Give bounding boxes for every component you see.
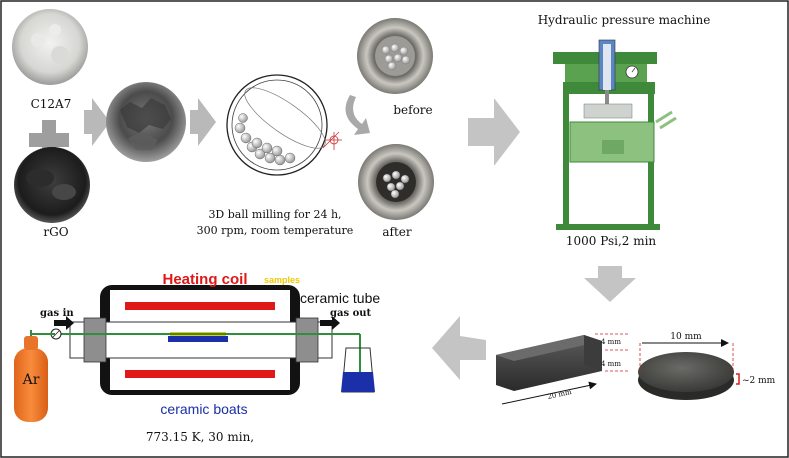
c12a7-label: C12A7 (31, 97, 72, 111)
process-arrow-4 (584, 266, 636, 302)
rgo-powder-photo (14, 147, 90, 223)
rgo-label: rGO (43, 225, 68, 239)
process-arrow-1 (84, 98, 110, 146)
bar-length-arrow (501, 381, 597, 405)
after-label: after (382, 225, 412, 239)
gas-out-arrow (320, 316, 340, 330)
before-label: before (393, 103, 432, 117)
ceramic-tube-label: ceramic tube (300, 290, 380, 306)
mixed-powder-photo (106, 82, 186, 162)
process-arrow-3 (468, 98, 520, 166)
process-arrow-5 (432, 316, 486, 380)
jar-before-photo (357, 18, 433, 94)
milling-conditions-line1: 3D ball milling for 24 h, (208, 208, 341, 221)
heating-coil-label: Heating coil (162, 271, 247, 288)
disk-thickness-bracket (736, 373, 740, 385)
disk-diameter-label: 10 mm (670, 332, 702, 342)
samples-label: samples (264, 275, 300, 285)
milling-conditions-line2: 300 rpm, room temperature (197, 224, 354, 237)
hydraulic-press-title: Hydraulic pressure machine (538, 13, 711, 27)
press-conditions: 1000 Psi,2 min (566, 234, 657, 248)
c12a7-powder-photo (12, 9, 88, 85)
tube-furnace-illustration (38, 285, 375, 395)
gas-in-label: gas in (40, 308, 74, 319)
gas-in-arrow (54, 316, 74, 330)
argon-cylinder-illustration (14, 330, 55, 422)
furnace-conditions: 773.15 K, 30 min, (146, 430, 254, 444)
disk-thickness-label: ~2 mm (742, 376, 776, 386)
gas-out-label: gas out (330, 308, 372, 319)
process-arrow-2 (190, 98, 216, 146)
hydraulic-press-illustration (553, 39, 677, 230)
argon-label: Ar (22, 372, 40, 388)
rotation-arrow-icon (345, 95, 370, 135)
jar-after-photo (358, 144, 434, 220)
disk-pellet-photo (638, 352, 734, 400)
plus-icon (29, 120, 69, 160)
ball-mill-jar-sketch (226, 74, 342, 176)
bar-height-label-1: 4 mm (601, 338, 621, 346)
bar-height-label-2: 4 mm (601, 360, 621, 368)
rectangular-pellet-photo (496, 335, 602, 391)
ceramic-boats-label: ceramic boats (160, 401, 247, 417)
